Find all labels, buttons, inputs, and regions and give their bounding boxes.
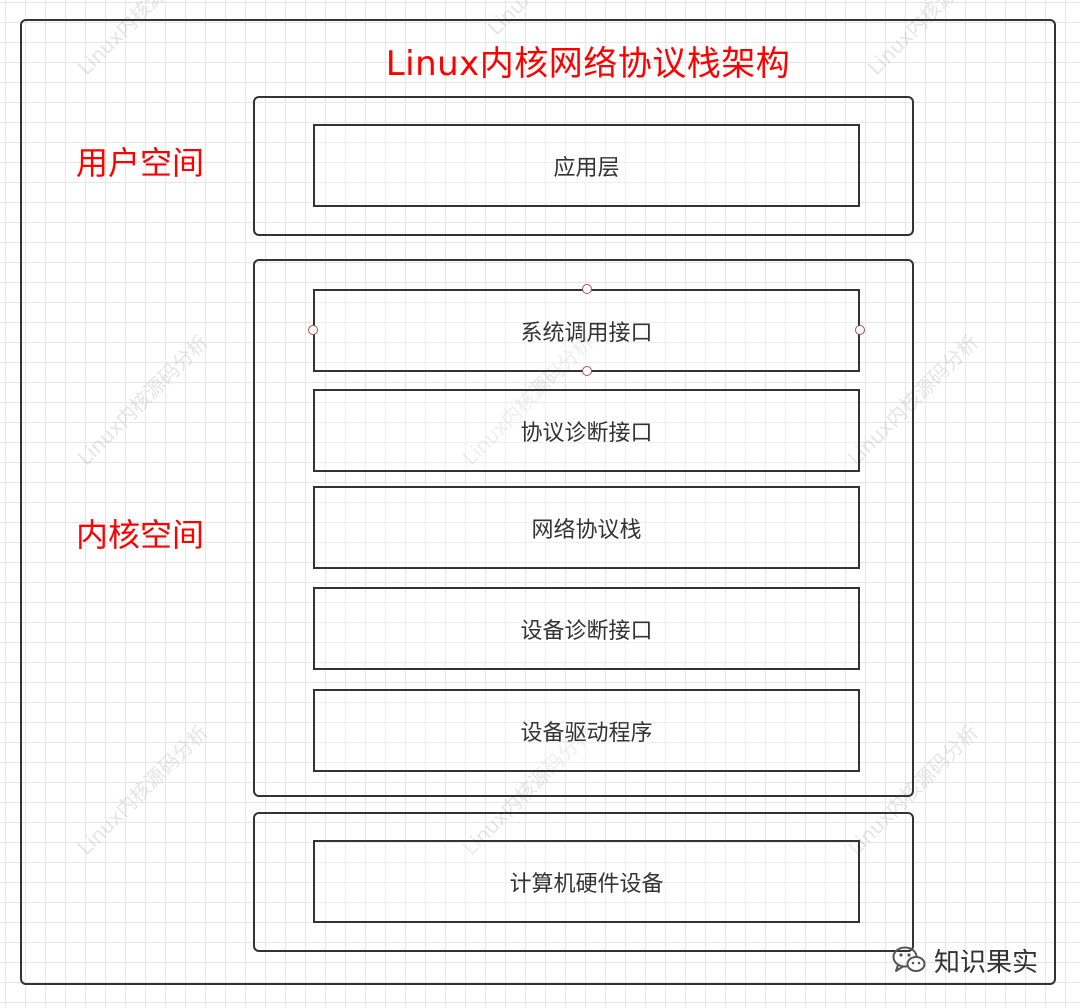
brand-watermark: 知识果实 [892, 940, 1038, 980]
brand-text: 知识果实 [934, 947, 1039, 978]
user-space-group[interactable] [253, 96, 914, 236]
outer-frame [20, 19, 1056, 985]
resize-handle-top[interactable] [582, 284, 592, 294]
device-interface-box[interactable]: 设备诊断接口 [313, 587, 860, 670]
device-driver-box[interactable]: 设备驱动程序 [313, 689, 860, 772]
syscall-interface-box[interactable]: 系统调用接口 [313, 289, 860, 372]
hardware-label: 计算机硬件设备 [509, 871, 664, 897]
protocol-interface-box[interactable]: 协议诊断接口 [313, 389, 860, 472]
kernel-space-group[interactable] [253, 259, 914, 797]
network-stack-box[interactable]: 网络协议栈 [313, 486, 860, 569]
syscall-interface-label: 系统调用接口 [520, 320, 653, 346]
application-layer-box[interactable]: 应用层 [313, 124, 860, 207]
kernel-space-label: 内核空间 [76, 516, 205, 554]
device-interface-label: 设备诊断接口 [520, 618, 653, 644]
hardware-group[interactable] [253, 812, 914, 952]
application-layer-label: 应用层 [553, 155, 620, 181]
user-space-label: 用户空间 [76, 144, 205, 182]
protocol-interface-label: 协议诊断接口 [520, 420, 653, 446]
resize-handle-bottom[interactable] [582, 366, 592, 376]
network-stack-label: 网络协议栈 [531, 517, 642, 543]
resize-handle-left[interactable] [308, 325, 318, 335]
hardware-box[interactable]: 计算机硬件设备 [313, 840, 860, 923]
device-driver-label: 设备驱动程序 [520, 720, 653, 746]
wechat-icon [892, 946, 926, 972]
resize-handle-right[interactable] [855, 325, 865, 335]
diagram-title: Linux内核网络协议栈架构 [385, 44, 791, 84]
